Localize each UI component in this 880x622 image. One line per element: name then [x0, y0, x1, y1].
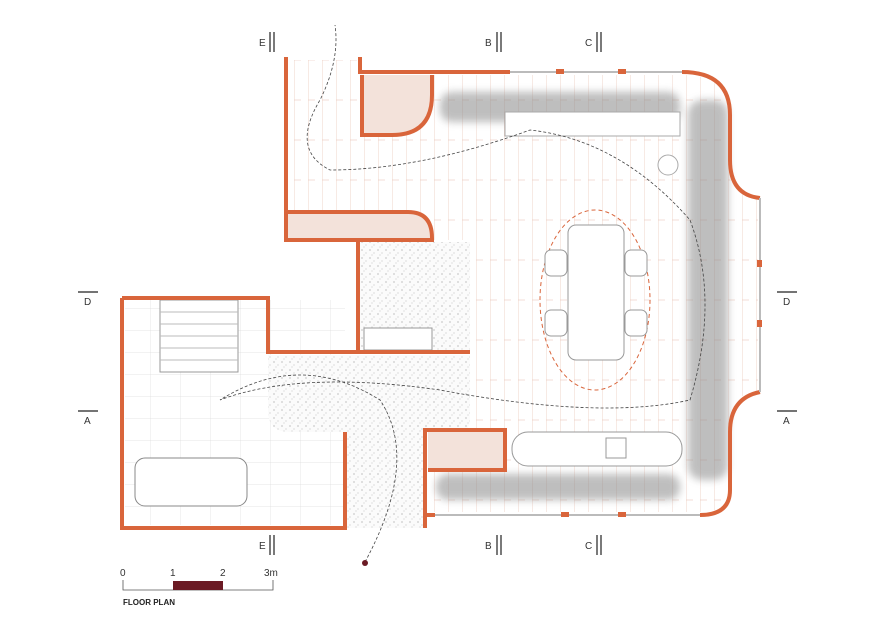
main-floor	[286, 60, 758, 512]
section-label-b-top: B	[485, 38, 492, 49]
section-label-d-right: D	[783, 297, 790, 308]
bench	[504, 111, 681, 137]
circulation-path	[219, 24, 706, 563]
sideboard	[363, 327, 433, 351]
scale-tick-0: 0	[120, 568, 126, 579]
scale-tick-3m: 3m	[264, 568, 278, 579]
planter-pot	[657, 154, 679, 176]
planting-bed	[436, 92, 728, 500]
section-label-b-bottom: B	[485, 541, 492, 552]
scale-bar	[122, 580, 274, 591]
section-label-a-left: A	[84, 416, 91, 427]
drawing-title: FLOOR PLAN	[123, 598, 175, 607]
entry-point	[362, 560, 368, 566]
window-mullions	[556, 69, 762, 517]
section-label-a-right: A	[783, 416, 790, 427]
section-label-c-bottom: C	[585, 541, 592, 552]
section-label-c-top: C	[585, 38, 592, 49]
desk	[134, 457, 248, 507]
kitchen-counter	[511, 431, 683, 467]
storage-upper	[362, 75, 432, 135]
walls	[120, 57, 761, 530]
dining-zone-outline	[539, 209, 651, 391]
terrazzo-path	[268, 240, 470, 528]
storage-lower	[428, 432, 506, 468]
sink	[605, 437, 627, 459]
scale-tick-2: 2	[220, 568, 226, 579]
scale-tick-1: 1	[170, 568, 176, 579]
storage-mid	[286, 212, 432, 238]
section-label-e-top: E	[259, 38, 266, 49]
dining-table	[567, 224, 625, 361]
scale-bar-highlight	[173, 581, 223, 590]
section-markers-top	[78, 32, 797, 555]
stair-treads	[160, 311, 238, 361]
dining-chairs	[544, 249, 648, 337]
section-label-e-bottom: E	[259, 541, 266, 552]
section-label-d-left: D	[84, 297, 91, 308]
